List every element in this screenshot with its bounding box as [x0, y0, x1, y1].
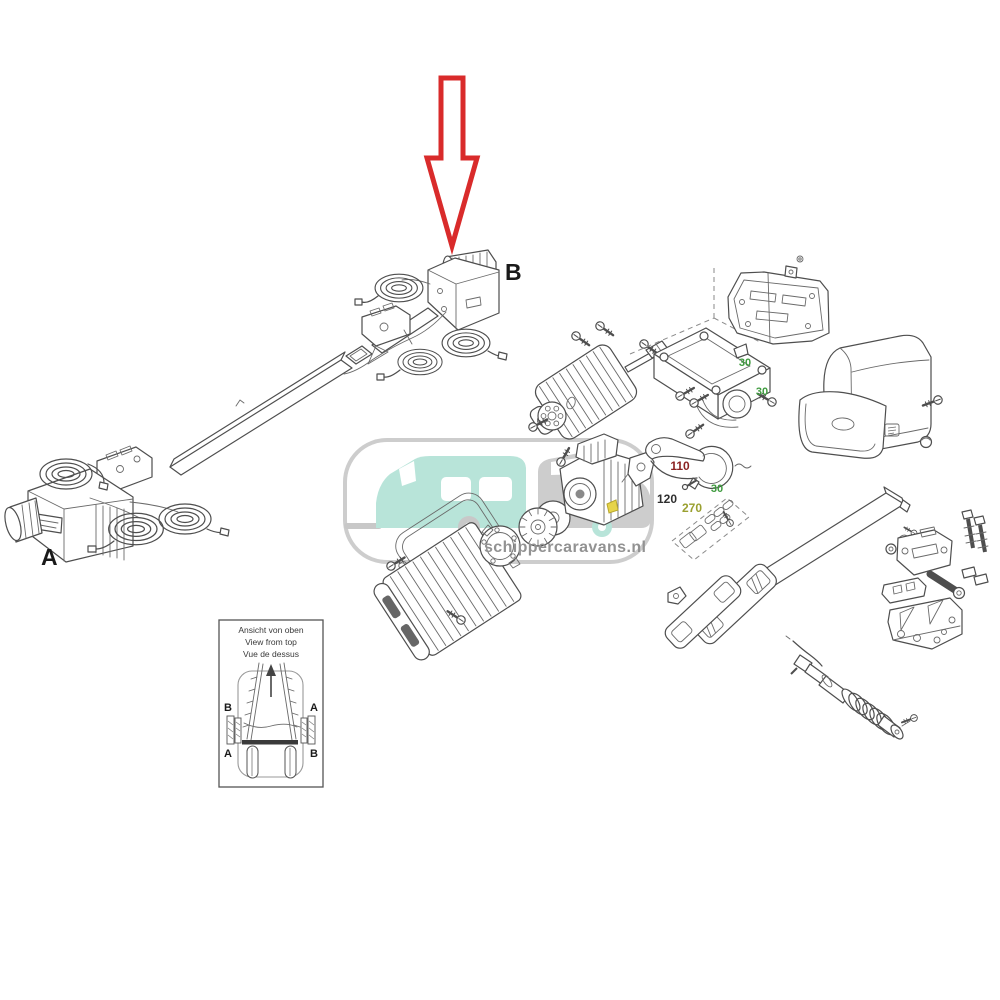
inset-label-bottom-right: B [310, 748, 318, 760]
wheel-left-topview [246, 745, 259, 779]
inset-label-top-left: B [224, 702, 232, 714]
rubber-foot [733, 343, 749, 359]
armature-shaft [624, 352, 654, 373]
inset-border [218, 619, 324, 788]
band-clamp [694, 445, 734, 489]
drive-roller-assembly [373, 492, 571, 661]
mover-rollers-topview [226, 715, 316, 745]
watermark-text: schippercaravans.nl [484, 539, 646, 556]
unit-b-bracket [361, 305, 411, 347]
drive-unit-a [4, 445, 230, 563]
screw [592, 318, 617, 340]
o-ring [566, 396, 576, 410]
red-pointer-arrow [423, 75, 481, 256]
square-nut [784, 265, 798, 279]
callout-30-b: 30 [756, 386, 768, 398]
inset-title-de: Ansicht von oben [238, 625, 303, 635]
inset-title-fr: Vue de dessus [243, 649, 299, 659]
beam-end-plate [664, 575, 742, 649]
callout-30-c: 30 [711, 483, 723, 495]
housing-flap [798, 391, 887, 459]
gear-frame [653, 327, 779, 428]
brush-plate [537, 401, 567, 431]
spindle-assembly [785, 635, 920, 740]
screw [568, 328, 593, 350]
spring-flange [841, 688, 861, 712]
mounting-plate [629, 255, 830, 355]
nut [885, 543, 897, 555]
caravan-front-window [399, 461, 416, 486]
inset-label-top-right: A [310, 702, 318, 714]
callout-120: 120 [657, 492, 677, 506]
housing-cover [798, 334, 945, 459]
top-view-inset: Ansicht von oben View from top Vue de de… [218, 619, 324, 788]
callout-30-a: 30 [739, 357, 751, 369]
cable-coil [441, 328, 491, 358]
bolt [973, 515, 986, 526]
screw [682, 420, 707, 442]
inset-title-en: View from top [245, 637, 297, 647]
wheel-right-topview [284, 745, 297, 779]
cross-beam [169, 307, 439, 476]
assembly-label-b: B [505, 259, 522, 285]
parts-linework [4, 249, 989, 740]
bolt [961, 509, 974, 520]
bearing-plate [479, 525, 521, 567]
caravan-window-2 [479, 477, 512, 501]
cable-coil [374, 273, 424, 303]
mounting-beam [664, 486, 919, 649]
yellow-clip [606, 499, 619, 514]
callout-270: 270 [682, 501, 702, 515]
pivot-pin [926, 570, 962, 596]
assembly-label-a: A [41, 544, 58, 570]
gear-housing [554, 433, 644, 526]
clamp-plate [881, 577, 927, 604]
cable-coil [397, 348, 443, 376]
axle-bar [242, 740, 298, 745]
swivel-bracket [896, 529, 953, 576]
fastener-group [881, 509, 989, 650]
lever-and-clamp [621, 420, 752, 491]
beam-collar [345, 345, 373, 365]
release-lever [645, 437, 706, 462]
callout-110: 110 [670, 459, 690, 473]
drive-unit-b [343, 249, 508, 381]
motor-armature [526, 318, 669, 440]
gear-housing-cap [575, 433, 619, 465]
caravan-window-1 [441, 477, 471, 501]
corner-bracket [887, 597, 963, 650]
screw [899, 712, 920, 727]
hook-bracket [667, 586, 687, 605]
inset-label-bottom-left: A [224, 748, 232, 760]
logo-sticker [884, 423, 900, 437]
cable-coil [158, 503, 212, 535]
